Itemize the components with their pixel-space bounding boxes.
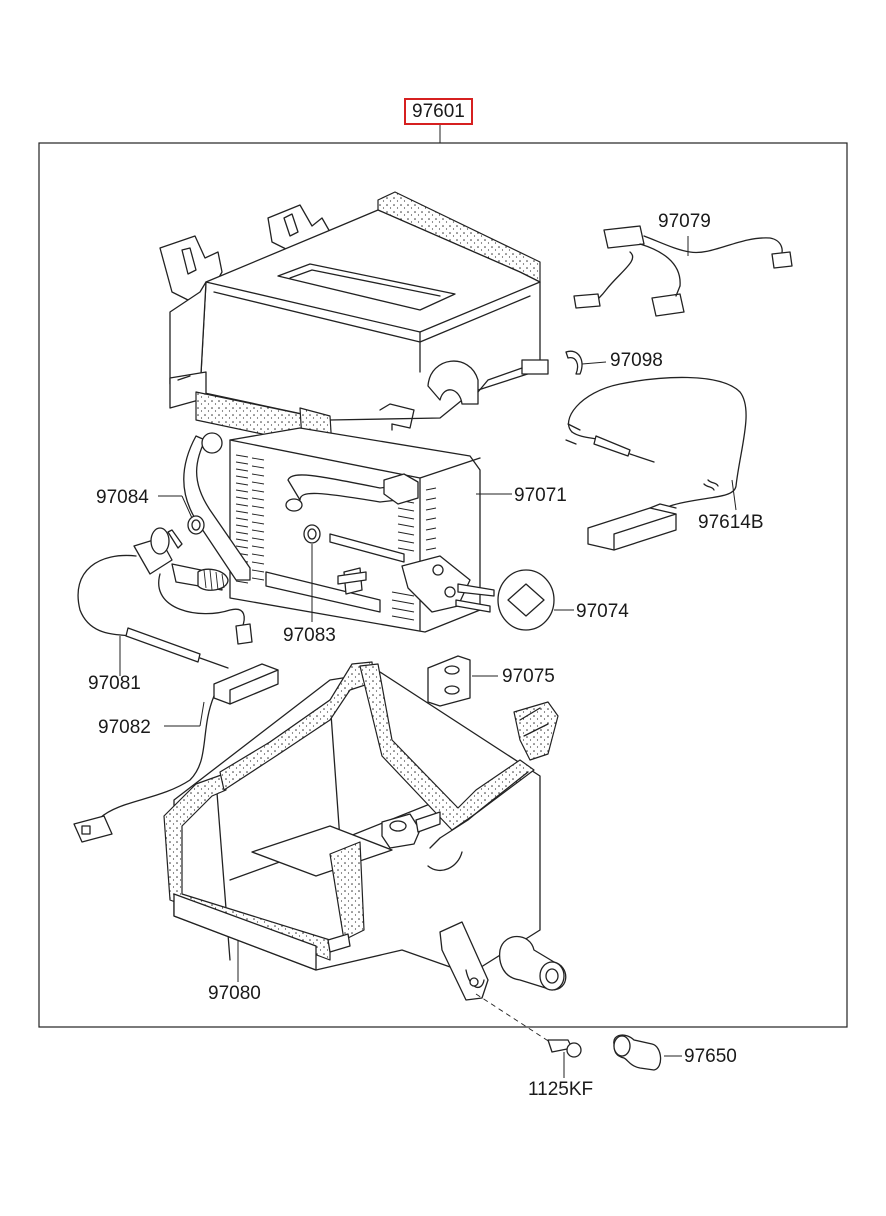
- label-97071[interactable]: 97071: [514, 485, 567, 506]
- thermostat-97081: [77, 527, 253, 669]
- hose-97650: [613, 1034, 662, 1071]
- lower-case: [163, 661, 567, 1001]
- label-97083[interactable]: 97083: [283, 625, 336, 646]
- assembly-part-number[interactable]: 97601: [404, 98, 473, 125]
- seal-97074: [497, 569, 555, 631]
- packing-97075: [427, 655, 471, 707]
- label-97082[interactable]: 97082: [98, 717, 151, 738]
- label-97650[interactable]: 97650: [684, 1046, 737, 1067]
- label-97080[interactable]: 97080: [208, 983, 261, 1004]
- o-ring-97084: [187, 515, 205, 535]
- leader-lines: [119, 236, 737, 1078]
- screw-1125KF: [475, 993, 582, 1058]
- label-97081[interactable]: 97081: [88, 673, 141, 694]
- clip-97098: [565, 350, 583, 375]
- connector-97082: [73, 663, 279, 843]
- o-ring-97083: [303, 524, 321, 544]
- assembly-frame: [38, 142, 848, 1028]
- wire-harness-97079: [573, 225, 793, 317]
- label-97084[interactable]: 97084: [96, 487, 149, 508]
- label-97075[interactable]: 97075: [502, 666, 555, 687]
- evaporator-core: [183, 427, 495, 633]
- sensor-97614B: [565, 376, 747, 551]
- label-1125KF[interactable]: 1125KF: [528, 1079, 594, 1100]
- label-97614B[interactable]: 97614B: [698, 512, 764, 533]
- label-97079[interactable]: 97079: [658, 211, 711, 232]
- label-97098[interactable]: 97098: [610, 350, 663, 371]
- label-97074[interactable]: 97074: [576, 601, 629, 622]
- upper-case: [159, 191, 549, 449]
